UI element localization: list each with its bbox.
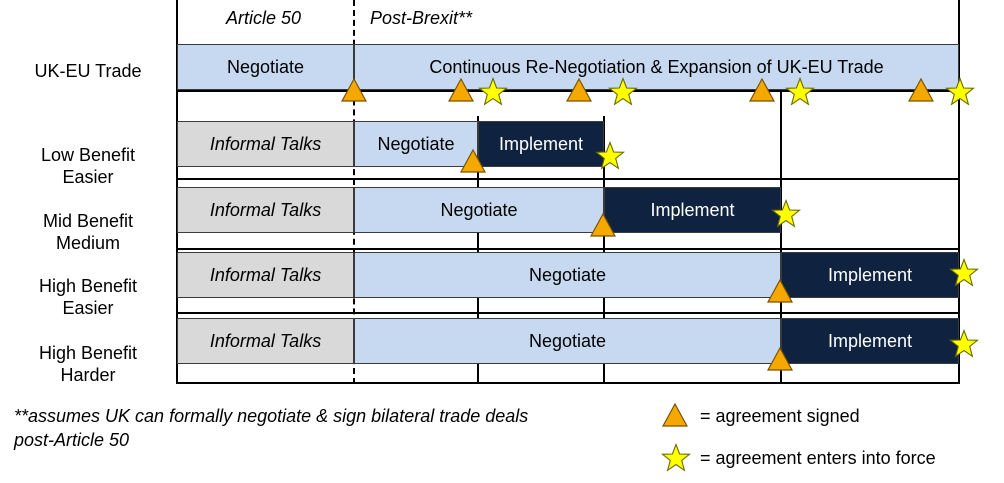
mid-implement-bar: Implement bbox=[604, 187, 781, 233]
legend-triangle-icon bbox=[662, 402, 688, 428]
legend-signed-text: = agreement signed bbox=[700, 406, 860, 426]
triangle-icon bbox=[460, 148, 486, 174]
high-easier-negotiate-bar: Negotiate bbox=[354, 252, 781, 298]
header-postbrexit: Post-Brexit** bbox=[370, 8, 473, 28]
legend-star-icon bbox=[661, 443, 691, 473]
gridline-2 bbox=[603, 116, 605, 384]
triangle-icon bbox=[767, 278, 793, 304]
mid-negotiate-bar: Negotiate bbox=[354, 187, 604, 233]
low-informal-bar: Informal Talks bbox=[177, 121, 354, 167]
high-easier-informal-bar: Informal Talks bbox=[177, 252, 354, 298]
mid-informal-bar: Informal Talks bbox=[177, 187, 354, 233]
row-separator-3 bbox=[176, 248, 960, 250]
low-negotiate-bar: Negotiate bbox=[354, 121, 478, 167]
row-label-text: High Benefit Harder bbox=[38, 343, 138, 385]
triangle-icon bbox=[590, 212, 616, 238]
legend-force-text: = agreement enters into force bbox=[700, 448, 936, 468]
star-icon bbox=[478, 77, 508, 107]
gridline-3 bbox=[780, 88, 782, 384]
row-label-high-harder: High Benefit Harder bbox=[0, 320, 176, 386]
row-label-text: High Benefit Easier bbox=[38, 276, 138, 318]
triangle-icon bbox=[908, 77, 934, 103]
footnote-line-2: post-Article 50 bbox=[14, 430, 130, 450]
star-icon bbox=[608, 77, 638, 107]
ukeu-continuous-bar: Continuous Re-Negotiation & Expansion of… bbox=[354, 44, 959, 90]
row-label-text: UK-EU Trade bbox=[34, 61, 142, 81]
row-separator-2 bbox=[176, 178, 960, 180]
row-label-text: Mid Benefit Medium bbox=[42, 211, 134, 253]
footnote: **assumes UK can formally negotiate & si… bbox=[14, 404, 528, 452]
triangle-icon bbox=[566, 77, 592, 103]
row-label-low: Low Benefit Easier bbox=[0, 122, 176, 188]
triangle-icon bbox=[448, 77, 474, 103]
row-label-high-easier: High Benefit Easier bbox=[0, 253, 176, 319]
star-icon bbox=[949, 258, 979, 288]
star-icon bbox=[945, 77, 975, 107]
star-icon bbox=[785, 77, 815, 107]
row-separator-1 bbox=[176, 90, 960, 92]
ukeu-negotiate-bar: Negotiate bbox=[177, 44, 354, 90]
high-harder-implement-bar: Implement bbox=[781, 318, 959, 364]
timeline-bottom-border bbox=[176, 382, 960, 384]
timeline-right-border bbox=[958, 0, 960, 384]
row-label-text: Low Benefit Easier bbox=[40, 145, 136, 187]
triangle-icon bbox=[767, 346, 793, 372]
footnote-line-1: **assumes UK can formally negotiate & si… bbox=[14, 406, 529, 426]
high-easier-implement-bar: Implement bbox=[781, 252, 959, 298]
gridline-1 bbox=[477, 116, 479, 384]
low-implement-bar: Implement bbox=[478, 121, 604, 167]
high-harder-informal-bar: Informal Talks bbox=[177, 318, 354, 364]
star-icon bbox=[595, 141, 625, 171]
row-label-ukeu: UK-EU Trade bbox=[0, 60, 176, 82]
row-label-mid: Mid Benefit Medium bbox=[0, 188, 176, 254]
star-icon bbox=[949, 329, 979, 359]
triangle-icon bbox=[749, 77, 775, 103]
star-icon bbox=[771, 199, 801, 229]
triangle-icon bbox=[341, 77, 367, 103]
high-harder-negotiate-bar: Negotiate bbox=[354, 318, 781, 364]
row-separator-4 bbox=[176, 312, 960, 314]
header-article50: Article 50 bbox=[226, 8, 302, 28]
